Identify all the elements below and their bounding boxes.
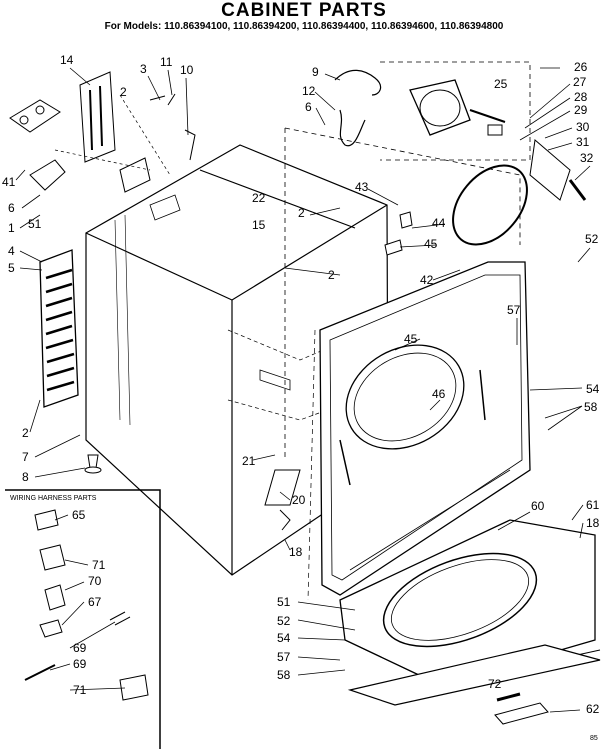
callout-29: 28 (574, 90, 588, 104)
callout-33: 32 (580, 151, 594, 165)
callout-58: 61 (586, 498, 600, 512)
callout-42: 45 (424, 237, 438, 251)
callout-27: 26 (574, 60, 588, 74)
callout-2-left: 2 (22, 426, 29, 440)
callout-39: 41 (2, 175, 16, 189)
callout-32: 31 (576, 135, 590, 149)
top-left-hardware (9, 71, 196, 193)
callout-62: 67 (88, 595, 102, 609)
callout-41: 44 (432, 216, 446, 230)
left-side-panel (39, 249, 79, 408)
callout-18: 18 (586, 516, 600, 530)
callout-21: 21 (242, 454, 256, 468)
callout-67: 69 (73, 657, 87, 671)
callout-labels: 14 3 11 10 2 41 6 1 51 4 5 2 7 8 9 12 6 … (2, 53, 600, 742)
callout-11: 11 (160, 55, 173, 69)
callout-48: 57 (277, 650, 291, 664)
callout-51: 54 (586, 382, 600, 396)
rear-frame (284, 127, 521, 460)
callout-6-mid: 6 (305, 100, 312, 114)
callout-9: 9 (312, 65, 319, 79)
callout-25: 22 (252, 191, 266, 205)
inset-parts (24, 509, 149, 701)
callout-12: 12 (302, 84, 316, 98)
cabinet-body (85, 144, 389, 576)
callout-2-mid2: 2 (328, 268, 335, 282)
callout-43: 45 (404, 332, 418, 346)
callout-72: 72 (488, 677, 502, 691)
leader-lines (15, 67, 591, 713)
callout-30: 29 (574, 103, 588, 117)
callout-2-mid: 2 (298, 206, 305, 220)
model-list: For Models: 110.86394100, 110.86394200, … (104, 21, 504, 32)
callout-28: 27 (573, 75, 587, 89)
callout-3: 3 (140, 62, 147, 76)
callout-8: 8 (22, 470, 29, 484)
callout-20: 18 (289, 545, 303, 559)
callout-50: 52 (585, 232, 599, 246)
callout-71: 71 (92, 558, 106, 572)
callout-5: 5 (8, 261, 15, 275)
page-title: CABINET PARTS (221, 0, 387, 21)
door-assembly (339, 519, 601, 725)
inset-title: WIRING HARNESS PARTS (10, 495, 97, 502)
small-parts (84, 211, 413, 531)
callout-2-top: 2 (120, 85, 127, 99)
inset-frame (5, 489, 161, 749)
callout-49: 58 (277, 668, 291, 682)
callout-15: 15 (252, 218, 266, 232)
callout-6-left: 6 (8, 201, 15, 215)
callout-45-top: 51 (28, 217, 42, 231)
motor-assembly (380, 61, 587, 246)
callout-69: 70 (88, 574, 102, 588)
callout-14: 14 (60, 53, 74, 67)
callout-60: 62 (586, 702, 600, 716)
footer-code: 85 (590, 735, 598, 742)
callout-61: 65 (72, 508, 86, 522)
callout-65: 69 (73, 641, 87, 655)
callout-38: 42 (420, 273, 434, 287)
callout-40: 43 (355, 180, 369, 194)
callout-52: 57 (507, 303, 521, 317)
callout-44: 46 (432, 387, 446, 401)
callout-7: 7 (22, 450, 29, 464)
callout-57: 60 (531, 499, 545, 513)
callout-22: 20 (292, 493, 306, 507)
callout-47: 54 (277, 631, 291, 645)
callout-10: 10 (180, 63, 194, 77)
front-panel (307, 261, 531, 601)
callout-46: 52 (277, 614, 291, 628)
callout-4: 4 (8, 244, 15, 258)
callout-1: 1 (8, 221, 15, 235)
wire-harness (334, 69, 382, 147)
callout-31: 30 (576, 120, 590, 134)
callout-26: 25 (494, 77, 508, 91)
callout-45: 51 (277, 595, 291, 609)
callout-54: 58 (584, 400, 598, 414)
